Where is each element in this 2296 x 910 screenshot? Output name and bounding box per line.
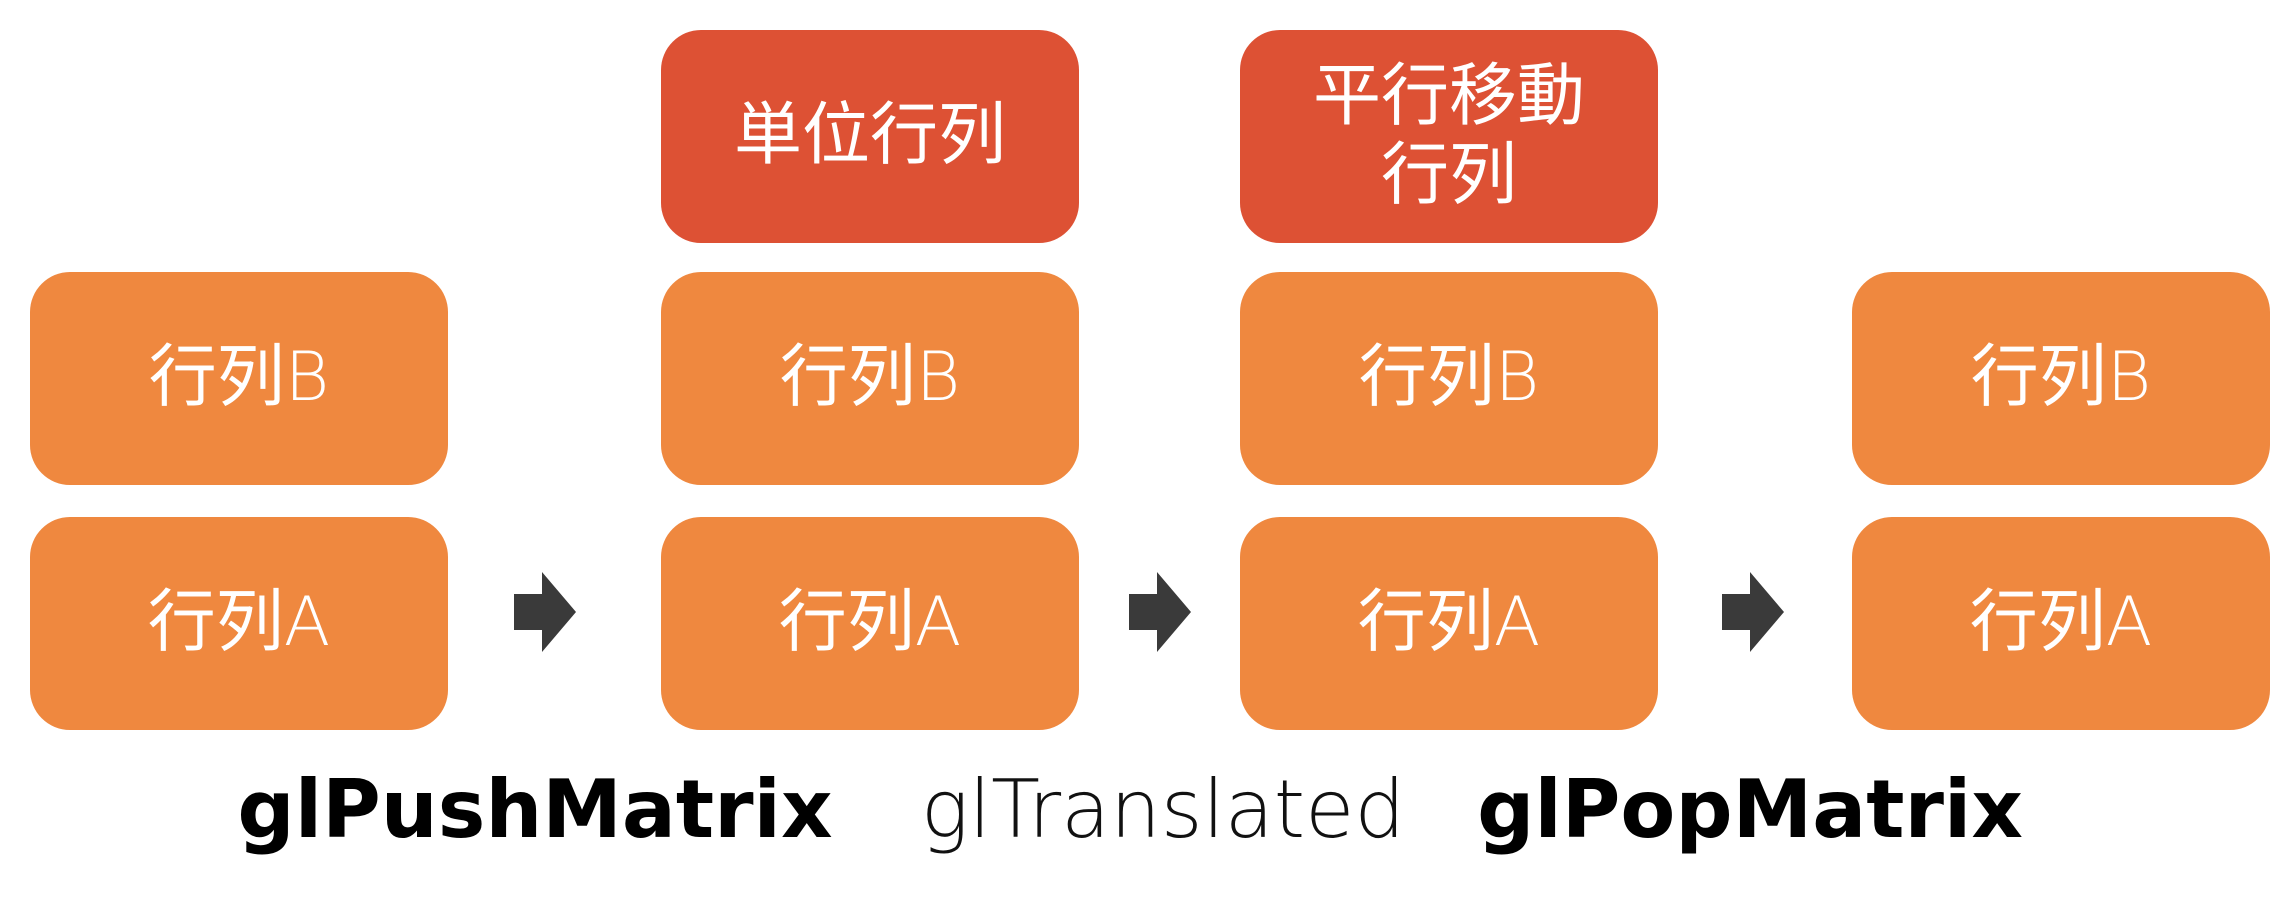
right-arrow-icon [1722,572,1784,652]
stack3-matrix-a: 行列A [1240,517,1658,730]
stack4-matrix-a: 行列A [1852,517,2270,730]
stack4-matrix-b: 行列B [1852,272,2270,485]
right-arrow-icon [1129,572,1191,652]
caption-glpushmatrix: glPushMatrix [237,763,833,856]
stack1-matrix-a: 行列A [30,517,448,730]
stack1-matrix-b: 行列B [30,272,448,485]
caption-glpopmatrix: glPopMatrix [1477,763,2023,856]
caption-gltranslated: glTranslated [920,763,1406,856]
right-arrow-icon [514,572,576,652]
stack2-identity-matrix: 単位行列 [661,30,1079,243]
stack3-translation-matrix: 平行移動 行列 [1240,30,1658,243]
stack3-matrix-b: 行列B [1240,272,1658,485]
stack2-matrix-b: 行列B [661,272,1079,485]
stack2-matrix-a: 行列A [661,517,1079,730]
